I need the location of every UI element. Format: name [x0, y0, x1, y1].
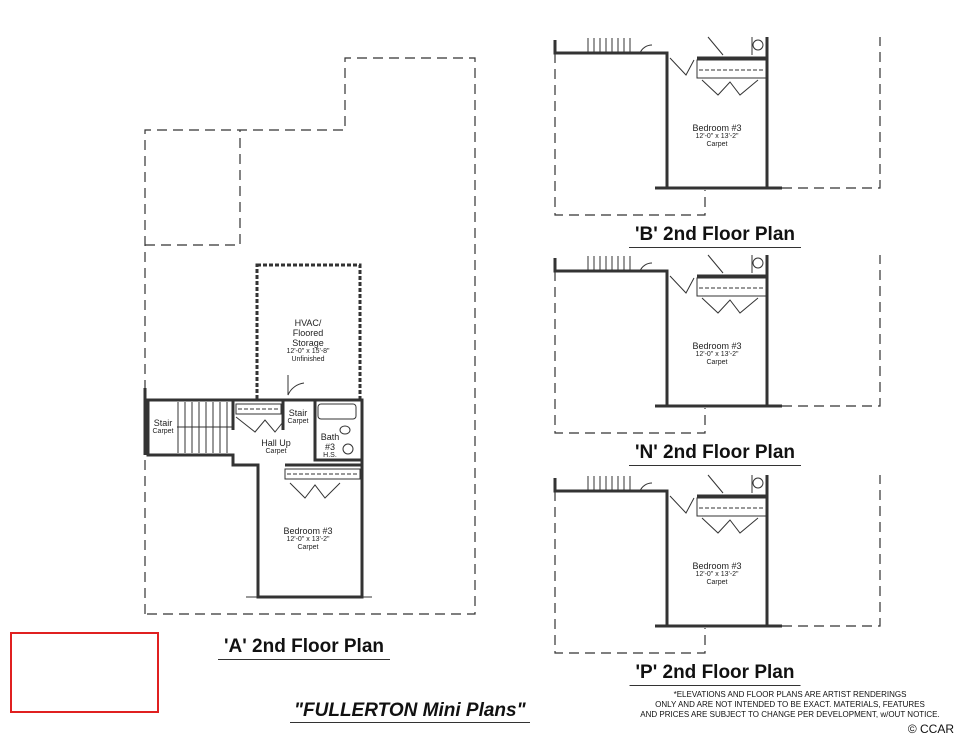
- bedroom-size: 12'-0" x 13'-2": [695, 351, 739, 358]
- plan-n-drawing: [553, 254, 881, 434]
- closet: [696, 59, 768, 79]
- bedroom-finish: Carpet: [706, 359, 728, 366]
- disclaimer: *ELEVATIONS AND FLOOR PLANS ARE ARTIST R…: [635, 690, 945, 720]
- closet: [696, 497, 768, 517]
- stair-small-finish: Carpet: [287, 418, 309, 425]
- plan-a-outline: [144, 57, 476, 615]
- walls: [146, 398, 364, 599]
- bath-label: Bath #3 H.S.: [321, 432, 340, 460]
- bedroom-a-label: Bedroom #3 12'-0" x 13'-2" Carpet: [283, 526, 332, 552]
- highlight-box: [10, 632, 159, 713]
- bedroom-name: Bedroom #3: [692, 123, 742, 133]
- walls: [553, 255, 782, 408]
- toilet: [339, 425, 351, 435]
- bath-finish: H.S.: [323, 452, 337, 459]
- bedroom-size: 12'-0" x 13'-2": [695, 133, 739, 140]
- walls: [553, 475, 782, 628]
- plan-p-drawing: [553, 474, 881, 654]
- disclaimer-line: *ELEVATIONS AND FLOOR PLANS ARE ARTIST R…: [673, 690, 907, 699]
- stair-treads: [177, 402, 233, 453]
- stair-small-label: Stair Carpet: [287, 408, 308, 426]
- stair-small-name: Stair: [288, 408, 308, 418]
- bedroom-n-label: Bedroom #3 12'-0" x 13'-2" Carpet: [692, 341, 741, 367]
- bedroom-p-label: Bedroom #3 12'-0" x 13'-2" Carpet: [692, 561, 741, 587]
- closet: [696, 277, 768, 297]
- hvac-name-3: Storage: [292, 338, 324, 348]
- hall-finish: Carpet: [265, 448, 287, 455]
- plan-n-title: 'N' 2nd Floor Plan: [629, 442, 801, 466]
- plan-a-drawing: [143, 57, 476, 615]
- sink: [752, 257, 764, 269]
- plan-b-drawing: [553, 36, 881, 216]
- hvac-finish: Unfinished: [291, 356, 325, 363]
- bedroom-name: Bedroom #3: [692, 561, 742, 571]
- sink: [752, 477, 764, 489]
- main-title: "FULLERTON Mini Plans": [290, 700, 530, 723]
- stair-label: Stair Carpet: [152, 418, 173, 436]
- hvac-name: HVAC/: [294, 318, 322, 328]
- plan-b-title: 'B' 2nd Floor Plan: [629, 224, 801, 248]
- stair-name: Stair: [153, 418, 173, 428]
- bedroom-name: Bedroom #3: [283, 526, 333, 536]
- bedroom-name: Bedroom #3: [692, 341, 742, 351]
- sink: [342, 443, 354, 455]
- bath-name: Bath: [320, 432, 340, 442]
- walls: [553, 37, 782, 190]
- hall-label: Hall Up Carpet: [261, 438, 291, 456]
- bath-number: #3: [324, 442, 336, 452]
- sink: [752, 39, 764, 51]
- bedroom-b-label: Bedroom #3 12'-0" x 13'-2" Carpet: [692, 123, 741, 149]
- plan-a-title: 'A' 2nd Floor Plan: [218, 636, 390, 660]
- outline: [554, 255, 881, 434]
- outline: [554, 37, 881, 216]
- hvac-name-2: Floored: [292, 328, 324, 338]
- outline: [554, 475, 881, 654]
- bedroom-finish: Carpet: [706, 141, 728, 148]
- hall-name: Hall Up: [261, 438, 291, 448]
- plan-p-title: 'P' 2nd Floor Plan: [629, 662, 801, 686]
- disclaimer-line: ONLY AND ARE NOT INTENDED TO BE EXACT. M…: [655, 700, 925, 709]
- disclaimer-line: AND PRICES ARE SUBJECT TO CHANGE PER DEV…: [640, 710, 940, 719]
- bedroom-size: 12'-0" x 13'-2": [695, 571, 739, 578]
- hvac-size: 12'-0" x 15'-8": [286, 348, 330, 355]
- copyright: © CCAR: [907, 722, 954, 736]
- bedroom-finish: Carpet: [706, 579, 728, 586]
- bathtub: [317, 403, 357, 420]
- stair-finish: Carpet: [152, 428, 174, 435]
- bedroom-finish: Carpet: [297, 544, 319, 551]
- hvac-label: HVAC/ Floored Storage 12'-0" x 15'-8" Un…: [286, 318, 329, 364]
- bedroom-size: 12'-0" x 13'-2": [286, 536, 330, 543]
